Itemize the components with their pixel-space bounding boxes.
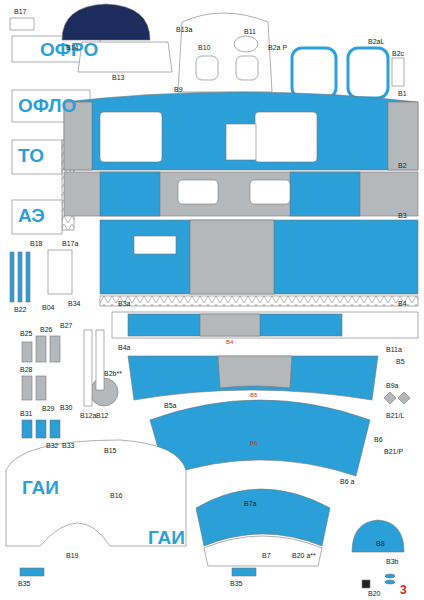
part-label: B28 bbox=[20, 366, 32, 373]
part-label: B5 bbox=[396, 358, 405, 365]
part-label: B7a bbox=[244, 500, 256, 507]
part-label: B2a P bbox=[268, 44, 287, 51]
part-label: ГАИ bbox=[108, 128, 137, 143]
part-label: B13 bbox=[112, 74, 124, 81]
part-label: B5a bbox=[164, 402, 176, 409]
part-label: B2c bbox=[392, 50, 404, 57]
part-label: B29 bbox=[42, 405, 54, 412]
part-label: B13a bbox=[176, 26, 192, 33]
part-label: B7 bbox=[262, 552, 271, 559]
part-label: B4 bbox=[398, 300, 407, 307]
page-number: 3 bbox=[400, 584, 407, 596]
part-label: B2aL bbox=[368, 38, 384, 45]
part-label: B34 bbox=[68, 300, 80, 307]
part-label: B8 bbox=[376, 540, 385, 547]
part-label: ГАИ bbox=[148, 528, 185, 547]
part-label: B18 bbox=[30, 240, 42, 247]
part-label: B9a bbox=[386, 382, 398, 389]
part-label: B3b bbox=[386, 558, 398, 565]
part-label: B25 bbox=[20, 330, 32, 337]
part-label: B17 bbox=[14, 8, 26, 15]
part-label: B11a bbox=[386, 346, 402, 353]
part-label: B5 bbox=[250, 392, 257, 398]
part-label: B9 bbox=[174, 86, 183, 93]
part-label: B12 bbox=[96, 412, 108, 419]
part-label: B3a bbox=[118, 300, 130, 307]
part-label: ОФЛО bbox=[18, 96, 76, 115]
part-label: B6 bbox=[250, 440, 257, 446]
part-label: B10 bbox=[198, 44, 210, 51]
part-label: B20 bbox=[368, 590, 380, 597]
part-label: B21/P bbox=[384, 448, 403, 455]
part-label: B35 bbox=[230, 580, 242, 587]
part-label: B26 bbox=[40, 326, 52, 333]
part-label: B1 bbox=[398, 90, 407, 97]
part-label: B19 bbox=[66, 552, 78, 559]
part-label: B17a bbox=[62, 240, 78, 247]
part-label: B12a bbox=[80, 412, 96, 419]
part-label: ГАИ bbox=[266, 128, 295, 143]
part-label: B20 a** bbox=[292, 552, 316, 559]
part-label: B2 bbox=[398, 162, 407, 169]
part-label: B2b** bbox=[104, 370, 122, 377]
part-label: B30 bbox=[60, 404, 72, 411]
part-label: B11 bbox=[244, 28, 256, 35]
part-label: B27 bbox=[60, 322, 72, 329]
part-label: B6 a bbox=[340, 478, 354, 485]
part-label: B21/L bbox=[386, 412, 404, 419]
part-label: B6 bbox=[374, 436, 383, 443]
part-label: B4 bbox=[226, 339, 233, 345]
part-label: B32 bbox=[46, 442, 58, 449]
part-label: B16 bbox=[110, 492, 122, 499]
part-label: ТО bbox=[18, 146, 44, 165]
part-label: B31 bbox=[20, 410, 32, 417]
part-label: АЭ bbox=[18, 206, 45, 225]
part-label: B15 bbox=[104, 447, 116, 454]
part-label: B04 bbox=[42, 304, 54, 311]
part-label: B14 bbox=[66, 44, 78, 51]
part-label: B35 bbox=[18, 580, 30, 587]
part-label: ГАИ bbox=[22, 478, 59, 497]
part-label: B4a bbox=[118, 344, 130, 351]
part-label: B33 bbox=[62, 442, 74, 449]
part-label: B3 bbox=[398, 212, 407, 219]
part-label: B22 bbox=[14, 306, 26, 313]
